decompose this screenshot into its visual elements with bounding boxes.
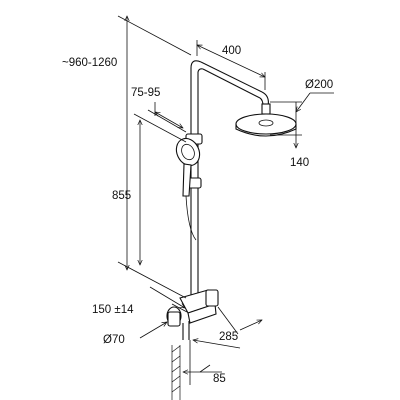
- dim-handshower-offset: 75-95: [131, 87, 160, 99]
- dimension-lines: [117, 16, 334, 385]
- dim-head-diameter: Ø200: [305, 79, 333, 91]
- shower-arm: [200, 61, 269, 107]
- dim-mixer-diameter: Ø70: [103, 334, 125, 346]
- shower-system: [166, 60, 297, 400]
- dim-mixer-spacing: 150 ±14: [92, 304, 134, 316]
- dim-head-drop: 140: [290, 157, 309, 169]
- dim-wall-to-arm: 285: [219, 331, 238, 343]
- hand-shower: [175, 137, 201, 241]
- dim-arm-length: 400: [222, 45, 241, 57]
- dim-bar-height: 855: [112, 190, 131, 202]
- wall-hatch: [171, 345, 181, 400]
- dim-total-height: ~960-1260: [62, 57, 117, 69]
- overhead-shower-head: [235, 103, 297, 137]
- thermostatic-mixer: [166, 289, 219, 340]
- dim-wall-to-bar: 85: [213, 373, 226, 385]
